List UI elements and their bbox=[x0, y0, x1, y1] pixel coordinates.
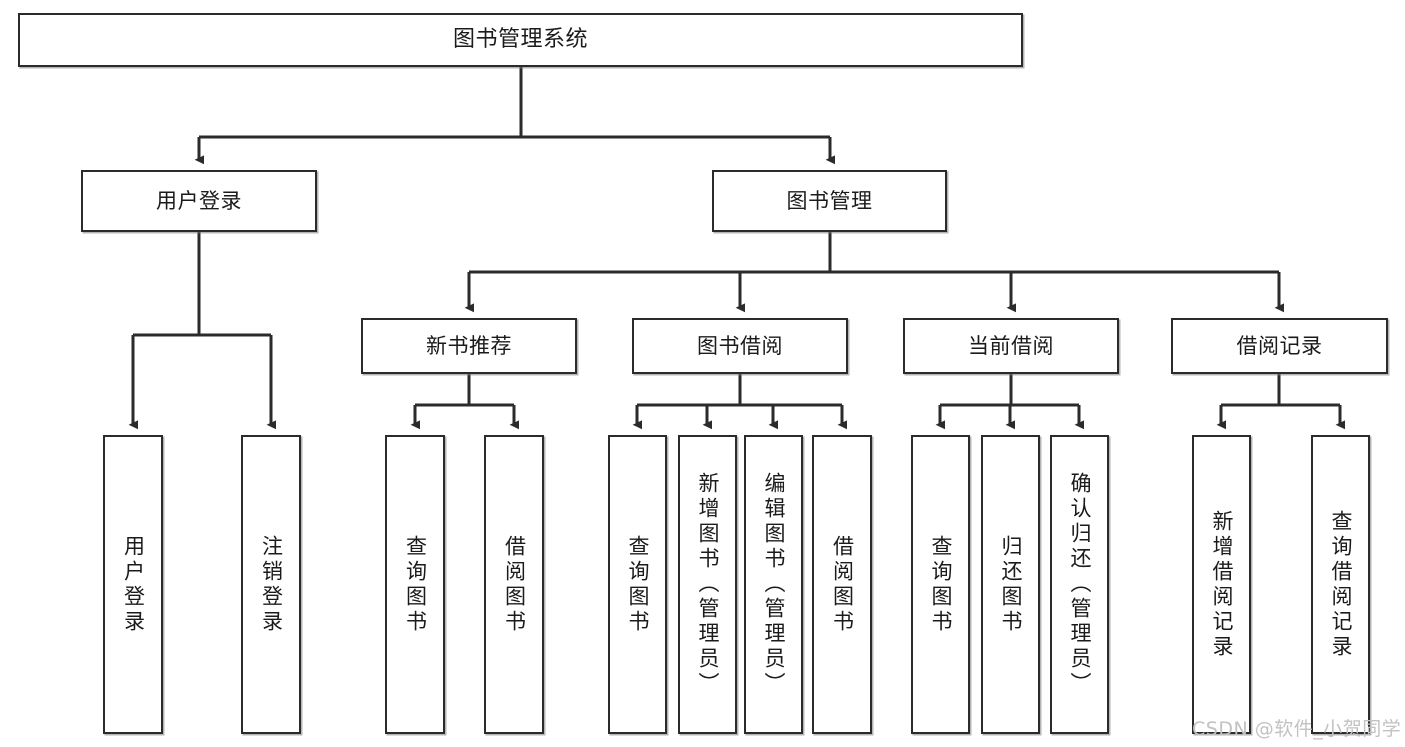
leaf-edit-book-admin[interactable]: 编辑图书（管理员） bbox=[744, 435, 803, 734]
leaf-logout[interactable]: 注销登录 bbox=[241, 435, 301, 734]
node-label: 借阅记录 bbox=[1236, 333, 1323, 358]
node-label: 查询图书 bbox=[626, 534, 650, 635]
node-label: 图书管理 bbox=[786, 188, 873, 213]
node-label: 图书借阅 bbox=[697, 333, 783, 358]
node-label: 确认归还（管理员） bbox=[1068, 472, 1092, 697]
node-borrowing-records[interactable]: 借阅记录 bbox=[1171, 318, 1388, 374]
leaf-confirm-return-admin[interactable]: 确认归还（管理员） bbox=[1050, 435, 1109, 734]
node-label: 新增借阅记录 bbox=[1210, 509, 1234, 660]
leaf-query-books-new[interactable]: 查询图书 bbox=[385, 435, 445, 734]
node-label: 查询图书 bbox=[929, 534, 953, 635]
leaf-lend-book[interactable]: 借阅图书 bbox=[812, 435, 872, 734]
node-book-management[interactable]: 图书管理 bbox=[712, 170, 947, 232]
node-label: 借阅图书 bbox=[830, 534, 855, 635]
leaf-add-borrow-record[interactable]: 新增借阅记录 bbox=[1192, 435, 1251, 734]
leaf-user-login[interactable]: 用户登录 bbox=[103, 435, 163, 734]
node-label: 查询借阅记录 bbox=[1329, 509, 1353, 660]
leaf-return-book[interactable]: 归还图书 bbox=[981, 435, 1040, 734]
node-new-book-recommendation[interactable]: 新书推荐 bbox=[361, 318, 577, 374]
leaf-query-borrow-record[interactable]: 查询借阅记录 bbox=[1311, 435, 1370, 734]
leaf-borrow-books-new[interactable]: 借阅图书 bbox=[484, 435, 544, 734]
node-label: 用户登录 bbox=[121, 534, 146, 635]
node-book-borrowing[interactable]: 图书借阅 bbox=[632, 318, 848, 374]
node-label: 编辑图书（管理员） bbox=[762, 472, 786, 697]
node-label: 借阅图书 bbox=[502, 534, 527, 635]
node-label: 注销登录 bbox=[259, 534, 284, 635]
node-label: 归还图书 bbox=[999, 534, 1023, 635]
leaf-add-book-admin[interactable]: 新增图书（管理员） bbox=[678, 435, 737, 734]
node-current-borrowing[interactable]: 当前借阅 bbox=[903, 318, 1119, 374]
node-user-login[interactable]: 用户登录 bbox=[81, 170, 317, 232]
node-label: 用户登录 bbox=[156, 188, 242, 213]
node-root-system[interactable]: 图书管理系统 bbox=[18, 13, 1023, 67]
node-label: 新书推荐 bbox=[426, 333, 512, 358]
node-label: 新增图书（管理员） bbox=[696, 472, 720, 697]
node-label: 图书管理系统 bbox=[452, 27, 588, 53]
leaf-query-books-current[interactable]: 查询图书 bbox=[911, 435, 970, 734]
leaf-query-books-borrow[interactable]: 查询图书 bbox=[608, 435, 667, 734]
node-label: 当前借阅 bbox=[968, 333, 1054, 358]
node-label: 查询图书 bbox=[403, 534, 428, 635]
